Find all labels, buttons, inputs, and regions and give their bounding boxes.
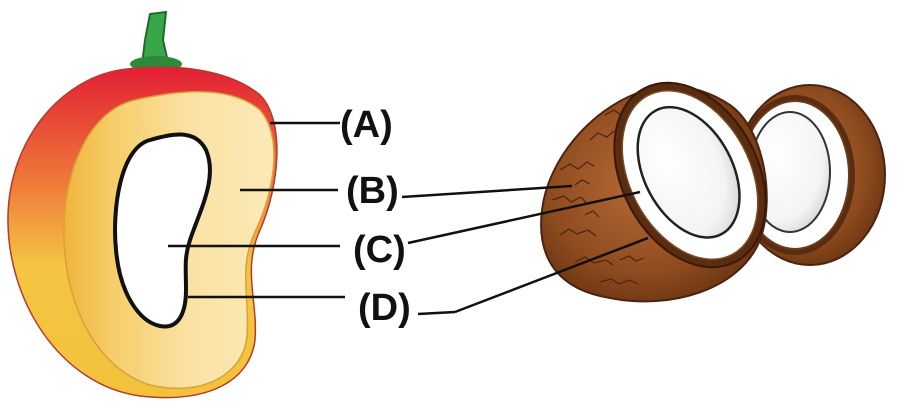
- label-a: (A): [340, 104, 393, 146]
- leader-line-b-coconut: [401, 184, 573, 199]
- coconut-meat: [636, 105, 741, 239]
- mango-seed: [113, 132, 212, 329]
- label-c: (C): [353, 229, 406, 271]
- coconut: [540, 81, 886, 303]
- label-d: (D): [358, 287, 411, 329]
- label-b: (B): [346, 170, 399, 212]
- leader-lines: [168, 121, 649, 316]
- leader-line-d-coconut-2: [454, 236, 649, 314]
- mango: [7, 10, 278, 399]
- coconut-front-half: [613, 81, 767, 269]
- leader-line-c-coconut: [407, 190, 641, 245]
- leader-line-d-coconut: [417, 310, 456, 316]
